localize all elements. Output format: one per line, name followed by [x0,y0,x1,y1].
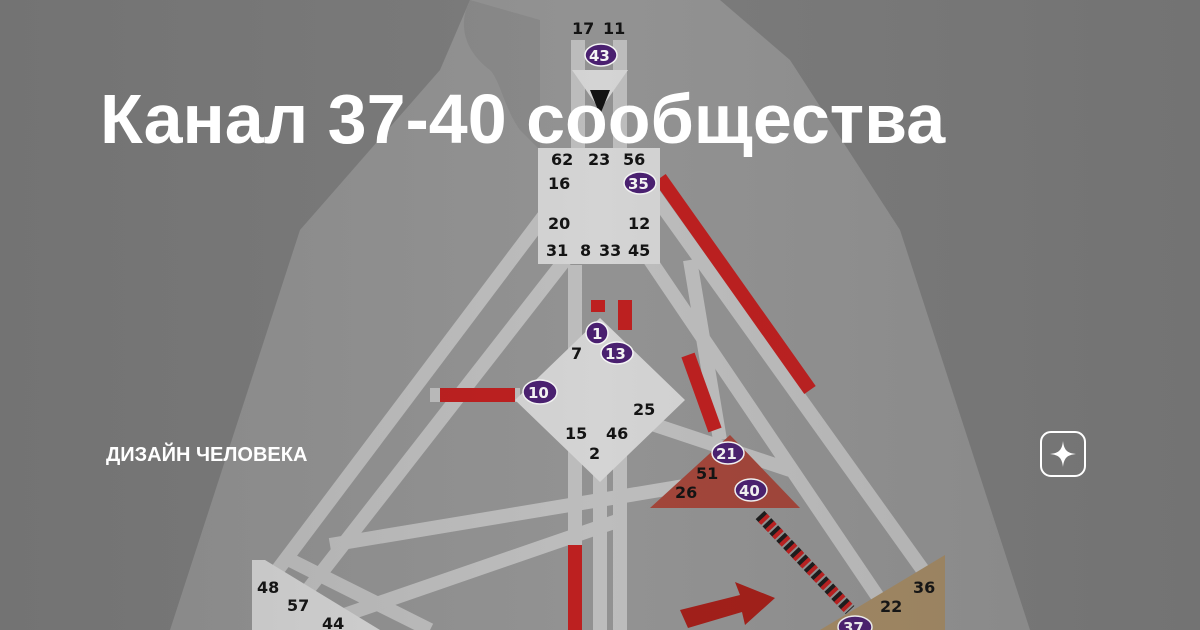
channel-name[interactable]: ДИЗАЙН ЧЕЛОВЕКА [106,444,308,466]
gate-43-badge [584,43,618,67]
gate-37-badge [837,615,873,630]
gate-10-badge [522,379,558,405]
gate-43: 43 [589,47,610,65]
gate-25: 25 [633,400,655,419]
gate-12: 12 [628,214,650,233]
gate-1: 1 [592,325,602,343]
center-solar-plexus [820,555,945,630]
gate-37: 37 [843,619,864,630]
center-ajna-marker [590,90,610,115]
gate-2: 2 [589,444,600,463]
head-silhouette [463,0,540,150]
gate-21-badge [711,441,745,465]
center-throat [538,148,660,264]
gate-1-badge [585,321,609,345]
center-spleen [252,560,380,630]
gate-10: 10 [528,384,549,402]
gate-45: 45 [628,241,650,260]
gate-62: 62 [551,150,573,169]
article-title: Канал 37-40 сообщества [100,80,946,158]
gate-44: 44 [322,614,344,630]
gate-48: 48 [257,578,279,597]
gate-21: 21 [716,445,737,463]
gate-35: 35 [628,175,649,193]
gate-17: 17 [572,19,594,38]
gate-7: 7 [571,344,582,363]
gate-13-badge [600,341,634,365]
gate-23: 23 [588,150,610,169]
gate-16: 16 [548,174,570,193]
gate-31: 31 [546,241,568,260]
active-channel-striped-red [755,510,855,615]
active-channels [440,173,816,630]
gate-56: 56 [623,150,645,169]
gate-15: 15 [565,424,587,443]
gate-40-badge [734,478,768,502]
gate-20: 20 [548,214,570,233]
zen-logo-button[interactable] [1040,431,1086,477]
center-g [515,318,685,482]
gate-8: 8 [580,241,591,260]
body-silhouette [170,0,1030,630]
red-arrow-icon [680,582,775,628]
gate-13: 13 [605,345,626,363]
gate-11: 11 [603,19,625,38]
gate-36: 36 [913,578,935,597]
gate-40: 40 [739,482,760,500]
gate-51: 51 [696,464,718,483]
zen-sparkle-icon [1050,441,1076,467]
gate-26: 26 [675,483,697,502]
gate-46: 46 [606,424,628,443]
gate-33: 33 [599,241,621,260]
gate-57: 57 [287,596,309,615]
gate-35-badge [623,171,657,195]
gate-22: 22 [880,597,902,616]
